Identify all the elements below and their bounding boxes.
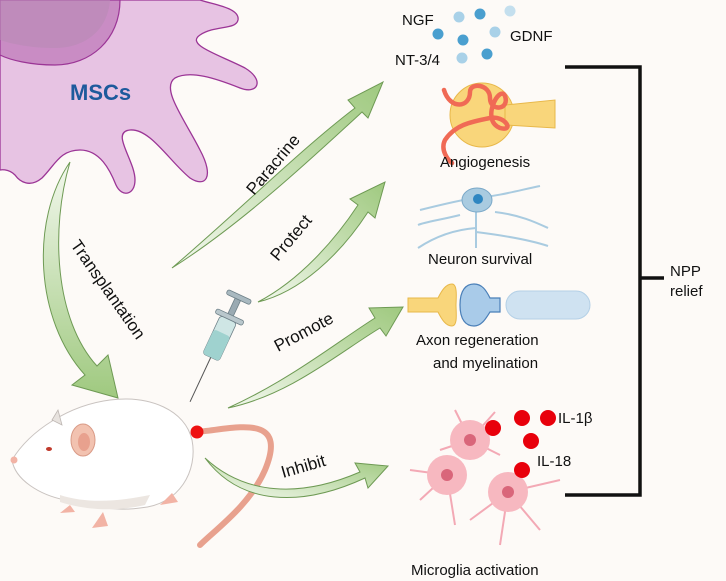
factor-dot xyxy=(453,11,465,23)
promote-label: Promote xyxy=(271,309,337,356)
msc-cell-illustration: MSCs xyxy=(0,0,258,194)
cytokine-label-il18: IL-18 xyxy=(537,453,571,470)
npp-relief-bracket: NPP relief xyxy=(565,65,703,497)
protect-label: Protect xyxy=(267,211,316,265)
transplantation-label: Transplantation xyxy=(67,236,149,342)
microglia-illustration: Microglia activation xyxy=(409,409,561,579)
microglia-label: Microglia activation xyxy=(411,562,539,579)
rat-tail xyxy=(192,424,274,548)
inhibit-label: Inhibit xyxy=(279,451,328,482)
msc-nucleus-shade xyxy=(0,0,110,48)
axon-regeneration-illustration: Axon regeneration and myelination xyxy=(407,283,591,372)
neuron-survival-label: Neuron survival xyxy=(428,251,532,268)
npp-label: NPP xyxy=(670,263,701,280)
factor-dot xyxy=(456,52,468,64)
angiogenesis-illustration: Angiogenesis xyxy=(440,82,556,171)
inhibit-arrow: Inhibit xyxy=(204,451,390,499)
relief-label: relief xyxy=(670,283,703,300)
rat-illustration xyxy=(10,398,274,548)
rat-nose xyxy=(10,456,18,464)
injection-site-marker xyxy=(190,425,204,439)
neuron-survival-illustration: Neuron survival xyxy=(417,185,549,268)
cytokine-label-il1b: IL-1β xyxy=(558,410,593,427)
factor-dot xyxy=(474,8,486,20)
factor-dot xyxy=(481,48,493,60)
cytokine-dot xyxy=(540,410,556,426)
promote-arrow: Promote xyxy=(227,306,404,409)
factor-label-gdnf: GDNF xyxy=(510,28,553,45)
axon-label-line1: Axon regeneration xyxy=(416,332,539,349)
factor-dot xyxy=(489,26,501,38)
rat-eye xyxy=(46,447,52,451)
factor-dot xyxy=(457,34,469,46)
neurotrophic-factors: NGF GDNF NT-3/4 xyxy=(395,5,553,69)
protect-arrow: Protect xyxy=(257,181,386,303)
axon-label-line2: and myelination xyxy=(433,355,538,372)
transplantation-arrow: Transplantation xyxy=(42,161,149,399)
msc-label: MSCs xyxy=(70,80,131,105)
factor-label-ngf: NGF xyxy=(402,12,434,29)
cytokine-dot xyxy=(485,420,501,436)
factor-dot xyxy=(432,28,444,40)
cytokines: IL-1β IL-18 xyxy=(485,410,593,478)
factor-label-nt34: NT-3/4 xyxy=(395,52,440,69)
angiogenesis-label: Angiogenesis xyxy=(440,154,530,171)
cytokine-dot xyxy=(514,410,530,426)
syringe-icon xyxy=(189,289,252,403)
factor-dot xyxy=(504,5,516,17)
cytokine-dot xyxy=(523,433,539,449)
cytokine-dot xyxy=(514,462,530,478)
